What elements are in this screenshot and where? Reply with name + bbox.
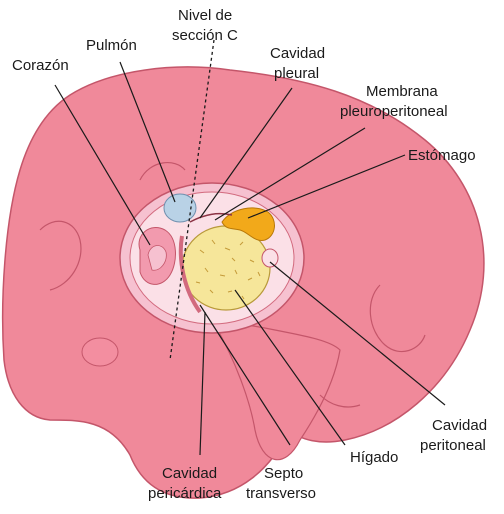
- label-nivel-line2: sección C: [172, 27, 238, 44]
- label-cavidad-pericardica-line2: pericárdica: [148, 485, 222, 502]
- label-membrana-line1: Membrana: [366, 83, 438, 100]
- label-nivel-line1: Nivel de: [178, 7, 232, 24]
- label-cavidad-peritoneal-line1: Cavidad: [432, 417, 487, 434]
- peritoneal-space: [262, 249, 278, 267]
- label-pulmon: Pulmón: [86, 37, 137, 54]
- label-cavidad-pleural-line1: Cavidad: [270, 45, 325, 62]
- embryo-bump: [82, 338, 118, 366]
- label-membrana-line2: pleuroperitoneal: [340, 103, 448, 120]
- label-cavidad-pericardica-line1: Cavidad: [162, 465, 217, 482]
- label-higado: Hígado: [350, 449, 398, 466]
- label-cavidad-peritoneal-line2: peritoneal: [420, 437, 486, 454]
- cross-section: [120, 183, 304, 333]
- label-septo-line2: transverso: [246, 485, 316, 502]
- label-estomago: Estómago: [408, 147, 476, 164]
- label-septo-line1: Septo: [264, 465, 303, 482]
- label-cavidad-pleural-line2: pleural: [274, 65, 319, 82]
- label-corazon: Corazón: [12, 57, 69, 74]
